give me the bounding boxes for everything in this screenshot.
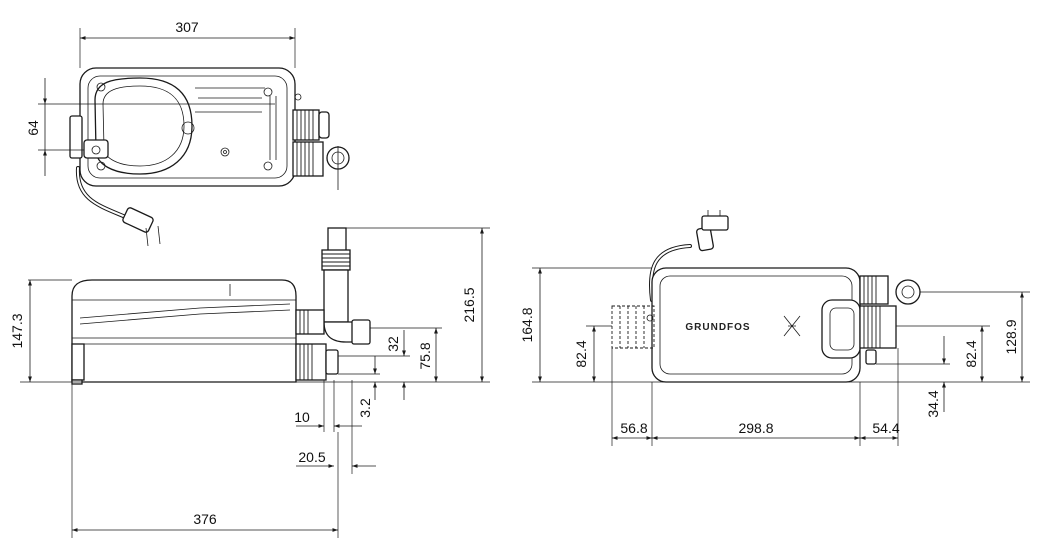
- dim-rear-inlet-right: 82.4: [963, 340, 979, 367]
- side-view: 147.3 216.5 75.8 32 3.2 10 20.5 376: [9, 227, 490, 538]
- dim-rear-height: 164.8: [519, 307, 535, 342]
- dim-side-height: 147.3: [9, 313, 25, 348]
- rear-view-brand-logo: GRUNDFOS: [685, 322, 750, 333]
- dim-rear-right-width: 54.4: [872, 420, 899, 436]
- dim-top-width: 307: [175, 19, 199, 35]
- dim-outlet-height: 216.5: [461, 287, 477, 322]
- dim-rear-left-width: 56.8: [620, 420, 647, 436]
- dim-rear-outlet-height: 128.9: [1003, 319, 1019, 354]
- dim-outlet-top: 75.8: [417, 342, 433, 369]
- top-view: 307 64: [25, 19, 350, 247]
- dim-overall-length: 376: [193, 511, 217, 527]
- dim-inlet-offset: 32: [385, 336, 401, 352]
- rear-view-left-fitting: [611, 305, 655, 349]
- rear-view-brand-mark: [783, 315, 801, 337]
- dim-rear-base-offset: 34.4: [925, 390, 941, 417]
- side-view-outlet-pipe: [327, 227, 347, 253]
- dim-rear-body-width: 298.8: [738, 420, 773, 436]
- dim-pipe-outer: 20.5: [298, 449, 325, 465]
- dim-pipe-gap: 10: [294, 409, 310, 425]
- dim-inlet-base: 3.2: [357, 398, 373, 418]
- top-view-ribs: [296, 110, 314, 140]
- rear-view: GRUNDFOS 164.8: [519, 210, 1030, 446]
- side-view-housing: [71, 279, 297, 383]
- top-view-cover: [94, 77, 193, 175]
- dim-top-offset: 64: [25, 120, 41, 136]
- dim-rear-inlet-left: 82.4: [573, 340, 589, 367]
